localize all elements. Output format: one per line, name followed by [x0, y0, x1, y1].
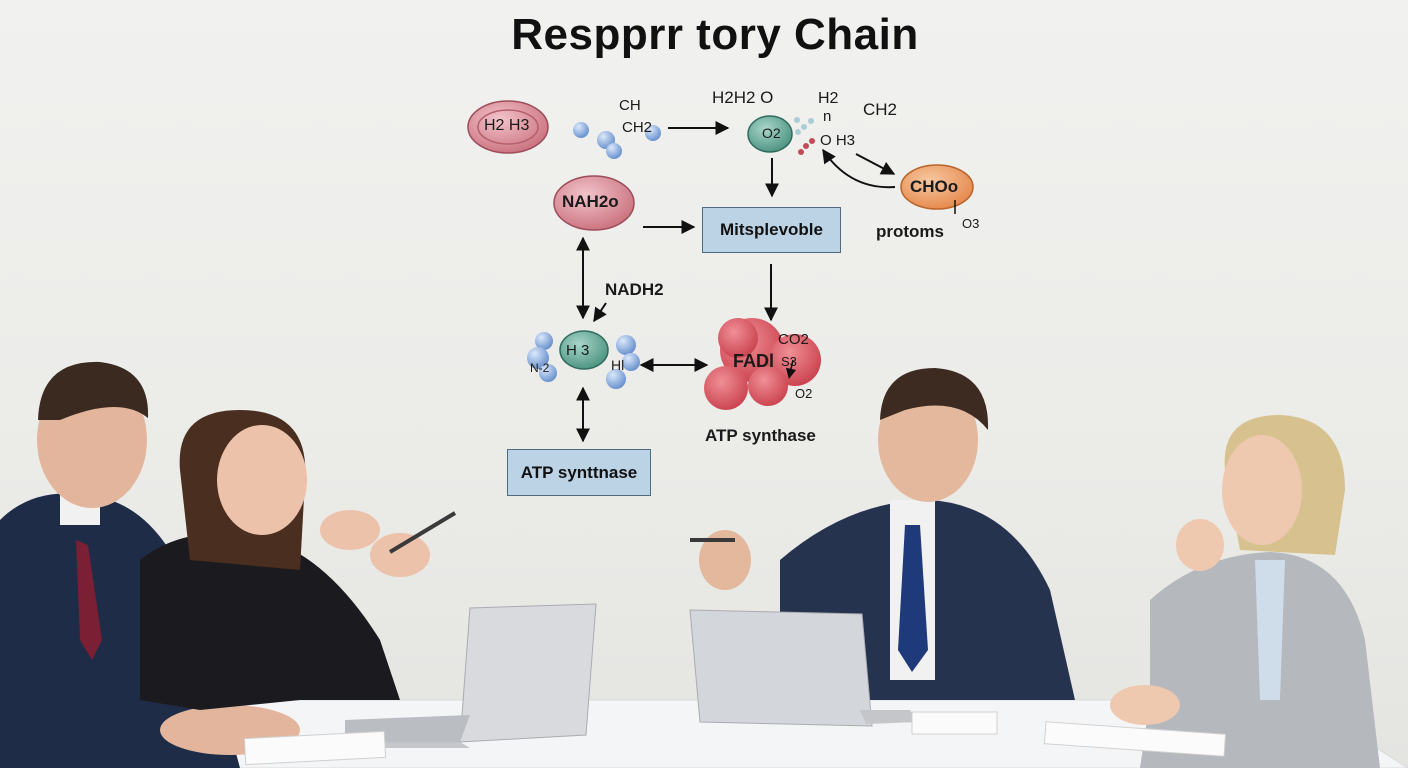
person-4 [1110, 415, 1380, 768]
mitsplevoble-label: Mitsplevoble [720, 220, 823, 239]
o2-node-label: O2 [762, 125, 781, 141]
meeting-scene [0, 361, 1408, 768]
s3-label: S3 [781, 354, 797, 369]
n-mark-label: n [823, 108, 832, 125]
h3-cluster [527, 330, 640, 389]
co2-label: CO2 [778, 331, 809, 348]
arrow-fadl-small [785, 359, 797, 380]
arrow-nadh2-pointer [593, 302, 607, 323]
person-2 [140, 410, 457, 710]
protoms-label: protoms [876, 222, 944, 241]
oh3-label: O H3 [820, 132, 856, 149]
ch2-left-label: CH2 [622, 119, 653, 136]
choo-label: CHOo [910, 177, 959, 196]
nah2o-node [553, 175, 635, 231]
atp-syntinase-box: ATP synttnase [507, 449, 651, 496]
o2-node [747, 115, 793, 153]
ch-top-label: CH [619, 97, 641, 114]
paper-1 [243, 730, 387, 766]
small-dots [794, 117, 815, 155]
n2-label: N-2 [530, 361, 550, 375]
fadl-label: FADl [733, 351, 775, 371]
atp-syntinase-label: ATP synttnase [520, 462, 638, 482]
paper-2 [911, 711, 998, 735]
ch2-right-label: CH2 [863, 100, 898, 119]
laptop-2 [689, 609, 918, 727]
atp-synthase-label: ATP synthase [705, 426, 816, 445]
arrow-oh3-to-choo [855, 153, 896, 175]
h3-node-label: H 3 [566, 342, 590, 359]
hl-label: Hl [611, 357, 625, 373]
o3-label: O3 [962, 216, 980, 231]
paper-3 [1043, 721, 1227, 757]
nadh2-label: NADH2 [605, 280, 664, 299]
orange-molecule [900, 164, 974, 210]
blue-beads-top [573, 122, 661, 159]
pink-molecule-label: H⁡2 H3 [484, 117, 530, 134]
nah2o-label: NAH⁢2o [562, 192, 619, 211]
arrow-choo-curve [822, 148, 896, 189]
mitsplevoble-box: Mitsplevoble [702, 207, 841, 253]
h2h2o-label: H2H2 O [712, 88, 774, 107]
fadl-blob [704, 318, 821, 410]
diagram-title: Respprr tory Chain [511, 10, 919, 59]
o2-bottom-label: O2 [795, 386, 813, 401]
h2-top-label: H2 [818, 90, 839, 107]
